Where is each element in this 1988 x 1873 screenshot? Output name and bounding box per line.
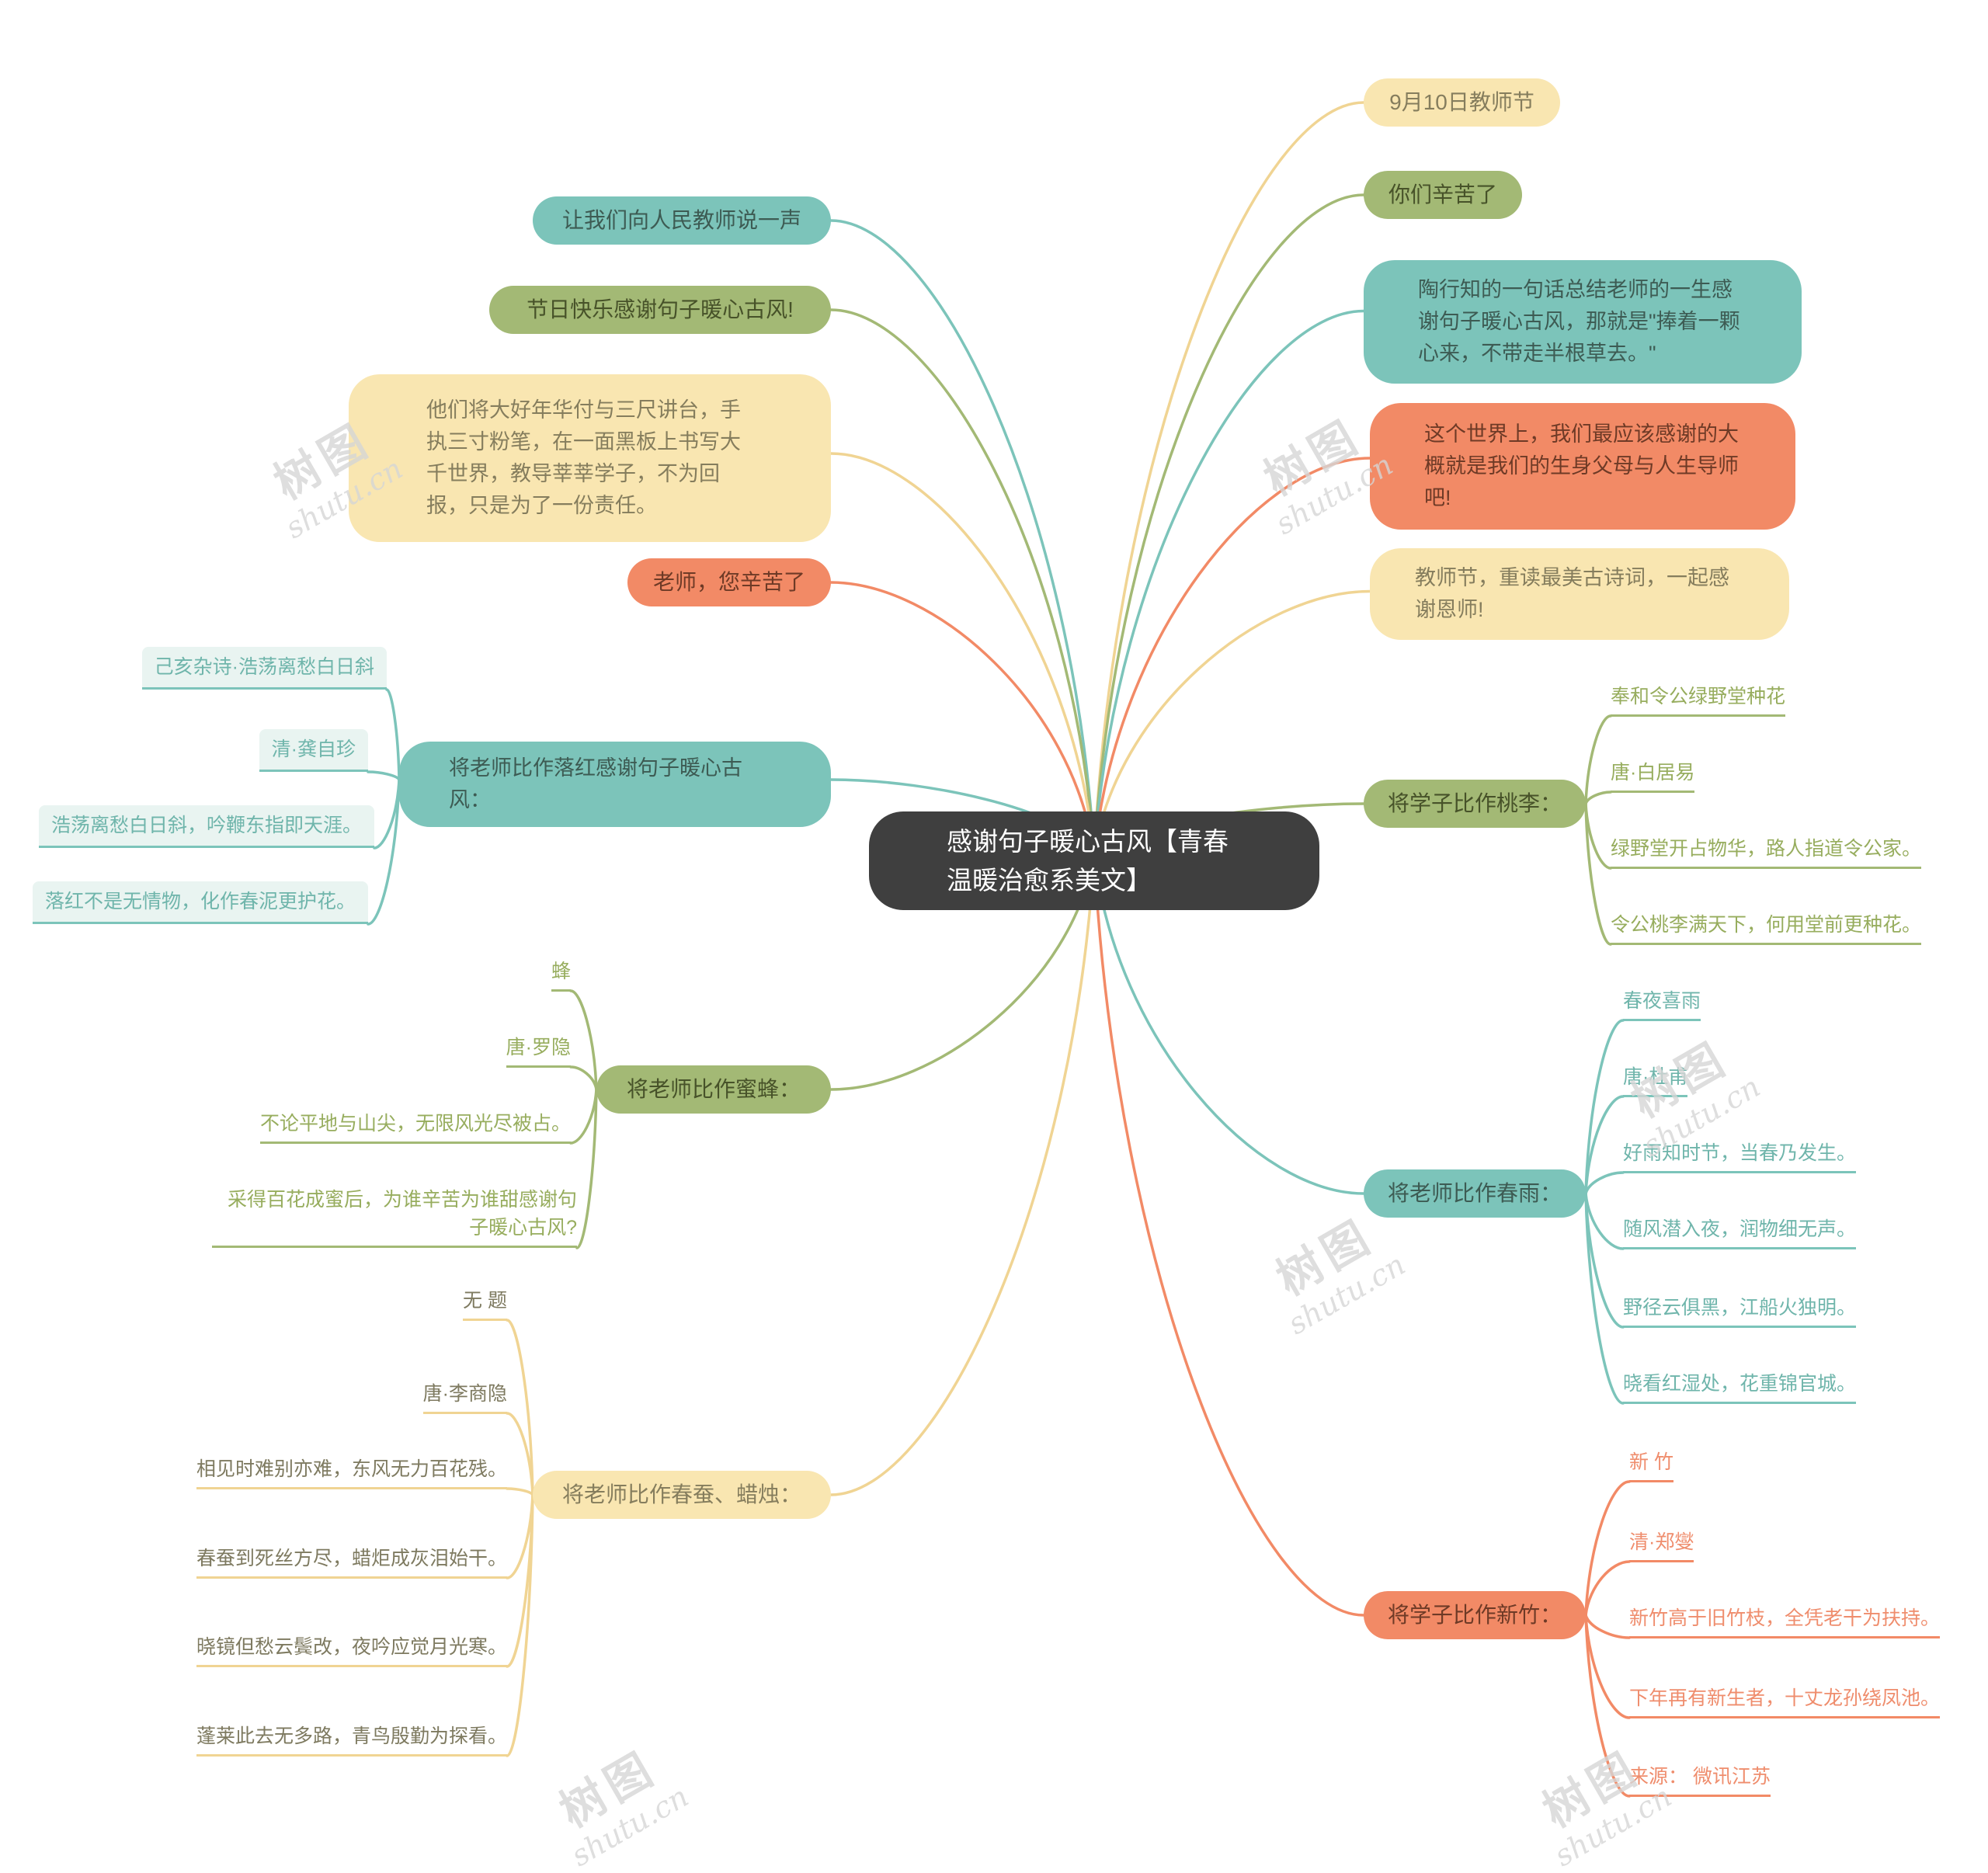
edge <box>506 1412 534 1496</box>
leaf-node-students-as-new-bamboo-1[interactable]: 清·郑燮 <box>1629 1528 1694 1562</box>
leaf-node-teacher-as-silkworm-candle-0[interactable]: 无 题 <box>463 1287 507 1321</box>
branch-node-happy-teachers-day[interactable]: 节日快乐感谢句子暖心古风! <box>489 286 831 334</box>
edge <box>1584 791 1612 805</box>
branch-node-devotion[interactable]: 他们将大好年华付与三尺讲台，手执三寸粉笔，在一面黑板上书写大千世界，教导莘莘学子… <box>349 374 831 543</box>
edge <box>1584 1192 1625 1405</box>
edge <box>506 1487 534 1496</box>
edge <box>1584 1614 1631 1719</box>
edge <box>506 1493 534 1579</box>
watermark-brand: 树图 <box>1256 410 1371 506</box>
edge <box>1584 714 1612 805</box>
leaf-node-teacher-as-silkworm-candle-3[interactable]: 春蚕到死丝方尽，蜡炬成灰泪始干。 <box>196 1545 507 1579</box>
edge <box>506 1493 534 1668</box>
leaf-node-teacher-as-silkworm-candle-2[interactable]: 相见时难别亦难，东风无力百花残。 <box>196 1455 507 1489</box>
edge <box>506 1319 534 1496</box>
edge <box>575 1088 598 1249</box>
edge <box>1584 1095 1625 1195</box>
edge <box>373 778 401 850</box>
leaf-node-students-as-new-bamboo-3[interactable]: 下年再有新生者，十丈龙孙绕凤池。 <box>1629 1684 1941 1718</box>
leaf-node-teacher-as-spring-rain-1[interactable]: 唐·杜甫 <box>1623 1063 1688 1097</box>
leaf-node-teacher-as-silkworm-candle-1[interactable]: 唐·李商隐 <box>422 1380 507 1414</box>
watermark-site: shutu.cn <box>1282 1247 1411 1342</box>
edge <box>1093 193 1365 856</box>
leaf-node-teacher-as-spring-rain-2[interactable]: 好雨知时节，当春乃发生。 <box>1623 1139 1857 1173</box>
leaf-node-students-as-peach-plum-1[interactable]: 唐·白居易 <box>1611 759 1695 793</box>
branch-node-gratitude-parents-mentors[interactable]: 这个世界上，我们最应该感谢的大概就是我们的生身父母与人生导师吧! <box>1370 403 1795 530</box>
edge <box>569 1088 598 1145</box>
edge <box>569 1065 598 1091</box>
leaf-node-teacher-as-bee-2[interactable]: 不论平地与山尖，无限风光尽被占。 <box>259 1110 571 1144</box>
leaf-node-teacher-as-fallen-petals-0[interactable]: 己亥杂诗·浩荡离愁白日斜 <box>141 647 387 690</box>
branch-node-students-as-new-bamboo[interactable]: 将学子比作新竹： <box>1364 1591 1586 1639</box>
edge <box>1093 309 1365 856</box>
leaf-node-teacher-as-spring-rain-4[interactable]: 野径云俱黑，江船火独明。 <box>1623 1294 1857 1328</box>
edge <box>367 778 401 926</box>
edge <box>1093 457 1371 856</box>
watermark-brand: 树图 <box>551 1742 666 1837</box>
edge <box>1584 802 1612 870</box>
edge <box>1584 1192 1625 1250</box>
branch-node-teacher-thanks[interactable]: 老师，您辛苦了 <box>627 558 831 606</box>
leaf-node-students-as-peach-plum-2[interactable]: 绿野堂开占物华，路人指道令公家。 <box>1611 835 1922 869</box>
leaf-node-teacher-as-spring-rain-5[interactable]: 晓看红湿处，花重锦官城。 <box>1623 1370 1857 1404</box>
edge <box>385 688 401 781</box>
edge <box>829 308 1096 856</box>
branch-node-reread-ancient-poems[interactable]: 教师节，重读最美古诗词，一起感谢恩师! <box>1370 548 1789 641</box>
branch-node-teacher-as-spring-rain[interactable]: 将老师比作春雨： <box>1364 1169 1586 1218</box>
edge <box>1584 1560 1631 1617</box>
leaf-node-teacher-as-fallen-petals-1[interactable]: 清·龚自珍 <box>259 729 368 772</box>
edge <box>1584 802 1612 946</box>
edge <box>1584 1480 1631 1617</box>
central-topic[interactable]: 感谢句子暖心古风【青春温暖治愈系美文】 <box>869 811 1319 910</box>
edge <box>506 1493 534 1757</box>
leaf-node-students-as-new-bamboo-2[interactable]: 新竹高于旧竹枝，全凭老干为扶持。 <box>1629 1604 1941 1638</box>
leaf-node-teacher-as-fallen-petals-2[interactable]: 浩荡离愁白日斜，吟鞭东指即天涯。 <box>38 805 374 848</box>
leaf-node-teacher-as-silkworm-candle-5[interactable]: 蓬莱此去无多路，青鸟殷勤为探看。 <box>196 1722 507 1757</box>
leaf-node-students-as-new-bamboo-4[interactable]: 来源： 微讯江苏 <box>1629 1763 1771 1797</box>
edge <box>569 989 598 1091</box>
watermark-site: shutu.cn <box>565 1779 694 1873</box>
leaf-node-teacher-as-spring-rain-3[interactable]: 随风潜入夜，润物细无声。 <box>1623 1215 1857 1249</box>
edge <box>1584 1171 1625 1195</box>
branch-node-students-as-peach-plum[interactable]: 将学子比作桃李： <box>1364 780 1586 828</box>
edge <box>1093 101 1365 856</box>
edge <box>1093 853 1365 1617</box>
edge <box>829 853 1096 1496</box>
branch-node-teacher-as-silkworm-candle[interactable]: 将老师比作春蚕、蜡烛： <box>533 1471 831 1519</box>
edge <box>1584 1019 1625 1195</box>
edge <box>829 219 1096 856</box>
leaf-node-teacher-as-bee-1[interactable]: 唐·罗隐 <box>506 1034 571 1068</box>
leaf-node-students-as-peach-plum-0[interactable]: 奉和令公绿野堂种花 <box>1611 683 1786 717</box>
branch-node-teacher-as-fallen-petals[interactable]: 将老师比作落红感谢句子暖心古风： <box>399 742 831 828</box>
branch-node-speak-to-teachers[interactable]: 让我们向人民教师说一声 <box>533 196 831 245</box>
branch-node-september-10-teachers-day[interactable]: 9月10日教师节 <box>1364 78 1560 127</box>
leaf-node-teacher-as-fallen-petals-3[interactable]: 落红不是无情物，化作春泥更护花。 <box>32 881 368 924</box>
edge <box>367 770 401 781</box>
branch-node-you-worked-hard[interactable]: 你们辛苦了 <box>1364 171 1522 219</box>
edge <box>1584 1192 1625 1329</box>
leaf-node-teacher-as-spring-rain-0[interactable]: 春夜喜雨 <box>1623 987 1701 1021</box>
branch-node-tao-xingzhi-quote[interactable]: 陶行知的一句话总结老师的一生感谢句子暖心古风，那就是"捧着一颗心来，不带走半根草… <box>1364 260 1802 384</box>
edge <box>1584 1614 1631 1639</box>
branch-node-teacher-as-bee[interactable]: 将老师比作蜜蜂： <box>596 1065 831 1114</box>
leaf-node-teacher-as-silkworm-candle-4[interactable]: 晓镜但愁云鬓改，夜吟应觉月光寒。 <box>196 1633 507 1667</box>
edge <box>829 452 1096 856</box>
leaf-node-students-as-new-bamboo-0[interactable]: 新 竹 <box>1629 1448 1673 1482</box>
edge <box>1584 1614 1631 1798</box>
leaf-node-students-as-peach-plum-3[interactable]: 令公桃李满天下，何用堂前更种花。 <box>1611 911 1922 945</box>
leaf-node-teacher-as-bee-0[interactable]: 蜂 <box>551 957 571 992</box>
leaf-node-teacher-as-bee-3[interactable]: 采得百花成蜜后，为谁辛苦为谁甜感谢句子暖心古风? <box>212 1186 577 1248</box>
